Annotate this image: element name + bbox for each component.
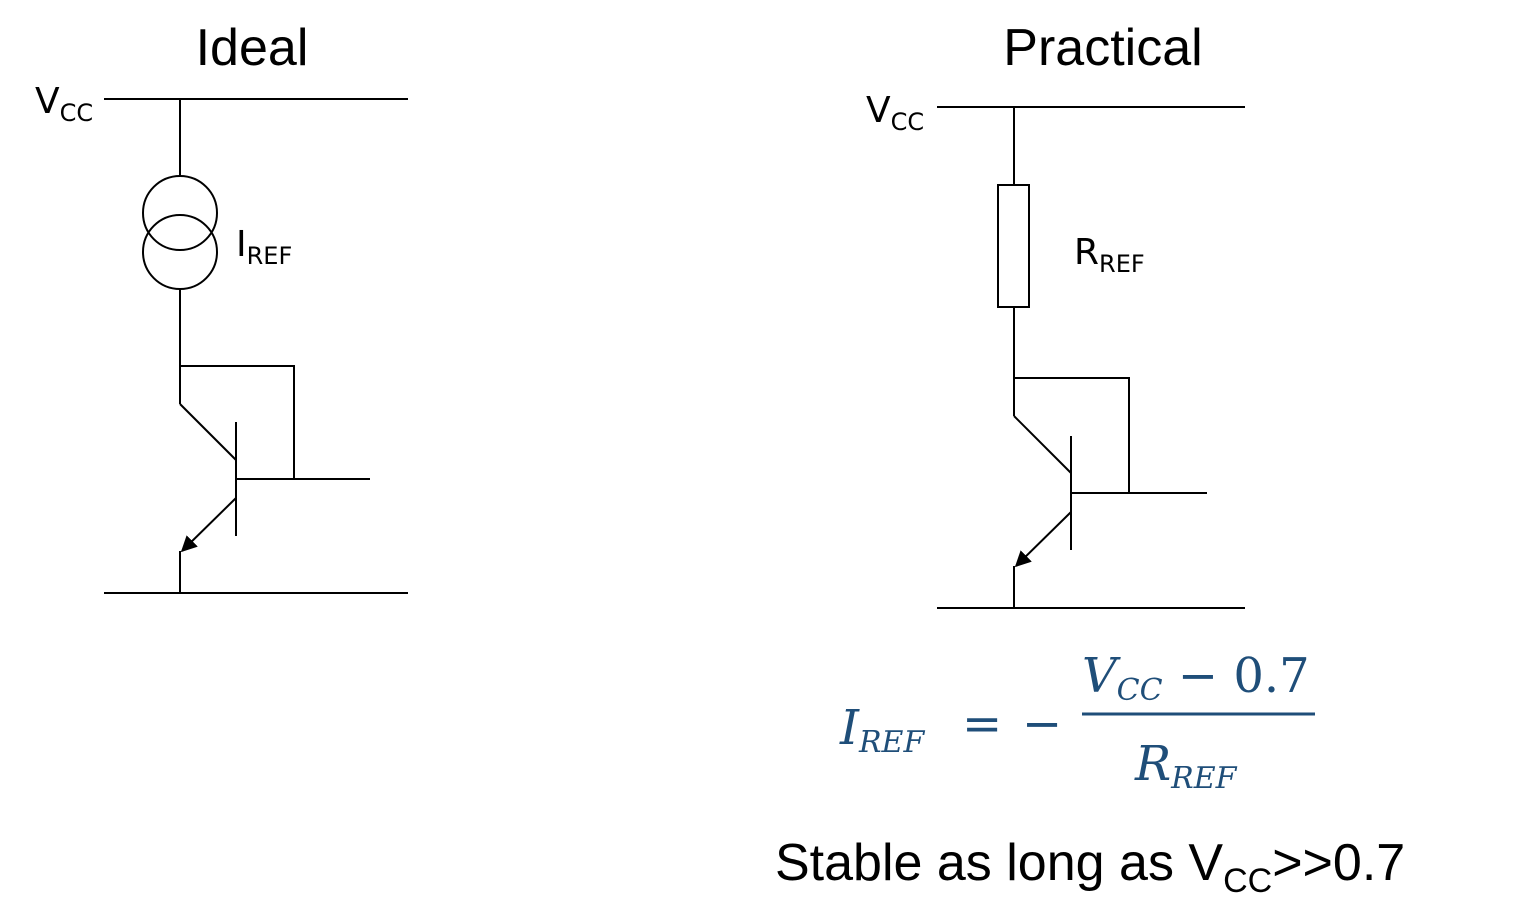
stability-caption: Stable as long as VCC>>0.7 [775, 834, 1405, 900]
practical-npn-transistor-icon [1013, 415, 1072, 568]
iref-equation: IREF = − VCC − 0.7 RREF [839, 648, 1315, 796]
current-source-icon [142, 175, 218, 290]
ideal-title: Ideal [196, 19, 309, 77]
practical-resistor-label: RREF [1074, 232, 1145, 278]
ideal-diode-connection [180, 365, 295, 479]
ideal-npn-transistor-icon [179, 403, 237, 553]
ideal-source-label: IREF [236, 224, 292, 270]
practical-circuit: Practical VCC RREF [866, 19, 1245, 609]
practical-diode-connection [1014, 377, 1130, 493]
equation-equals: = [962, 696, 1002, 752]
equation-lhs: IREF [839, 700, 925, 760]
resistor-icon [997, 184, 1030, 308]
equation-minus: − [1022, 696, 1062, 752]
practical-vcc-label: VCC [866, 90, 924, 136]
equation-numerator: VCC − 0.7 [1082, 648, 1310, 708]
practical-title: Practical [1003, 19, 1202, 77]
equation-denominator: RREF [1134, 736, 1238, 796]
ideal-circuit: Ideal VCC IREF [35, 19, 408, 594]
ideal-vcc-label: VCC [35, 81, 93, 127]
